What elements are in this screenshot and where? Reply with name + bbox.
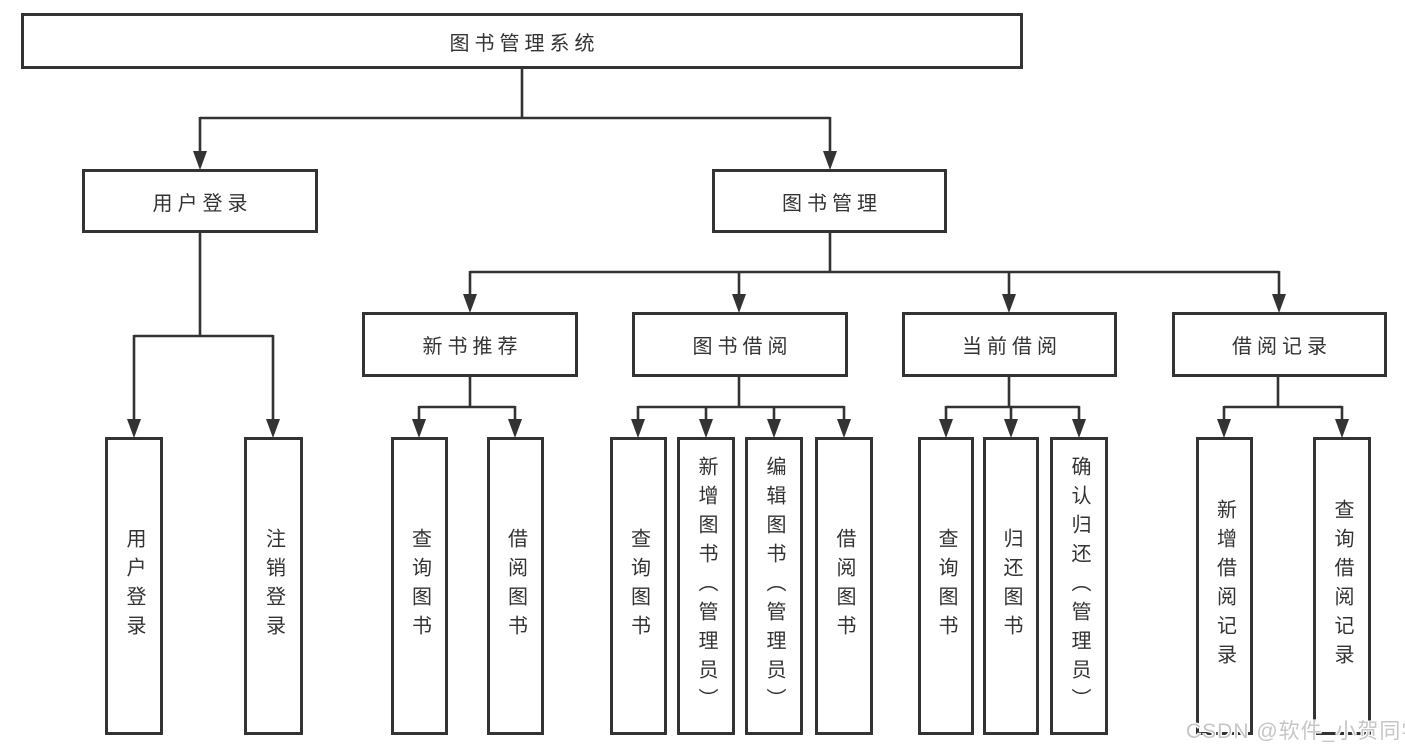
node-user-login: 用户登录 [82, 169, 318, 233]
leaf-records-add-borrow-record: 新增借阅记录 [1196, 437, 1253, 735]
wire-root [198, 69, 832, 156]
leaf-borrow-query-books: 查询图书 [610, 437, 667, 735]
node-root: 图书管理系统 [21, 13, 1023, 69]
arrowheads [127, 151, 1349, 438]
leaf-borrow-edit-books-admin: 编辑图书（管理员） [745, 437, 803, 735]
node-book-management: 图书管理 [712, 169, 947, 233]
leaf-current-return-books: 归还图书 [983, 437, 1039, 735]
leaf-logout: 注销登录 [244, 437, 303, 735]
leaf-current-confirm-return-admin: 确认归还（管理员） [1050, 437, 1108, 735]
wire-new-book-recommend [417, 377, 517, 424]
wire-book-borrow [636, 377, 846, 424]
leaf-borrow-add-books-admin: 新增图书（管理员） [677, 437, 735, 735]
node-book-borrow: 图书借阅 [632, 312, 848, 377]
leaf-current-query-books: 查询图书 [918, 437, 974, 735]
leaf-user-login: 用户登录 [105, 437, 163, 735]
wire-user-login [132, 233, 275, 424]
leaf-recommend-borrow-books: 借阅图书 [487, 437, 544, 735]
leaf-borrow-borrow-books: 借阅图书 [815, 437, 873, 735]
node-current-borrow: 当前借阅 [902, 312, 1117, 377]
leaf-records-query-borrow-record: 查询借阅记录 [1313, 437, 1371, 735]
leaf-recommend-query-books: 查询图书 [391, 437, 448, 735]
wire-book-management [468, 233, 1281, 299]
wire-borrow-records [1222, 377, 1344, 424]
node-new-book-recommend: 新书推荐 [362, 312, 578, 377]
wire-current-borrow [944, 377, 1081, 424]
node-borrow-records: 借阅记录 [1172, 312, 1387, 377]
watermark: CSDN @软件_小贺同学 [1186, 720, 1405, 743]
